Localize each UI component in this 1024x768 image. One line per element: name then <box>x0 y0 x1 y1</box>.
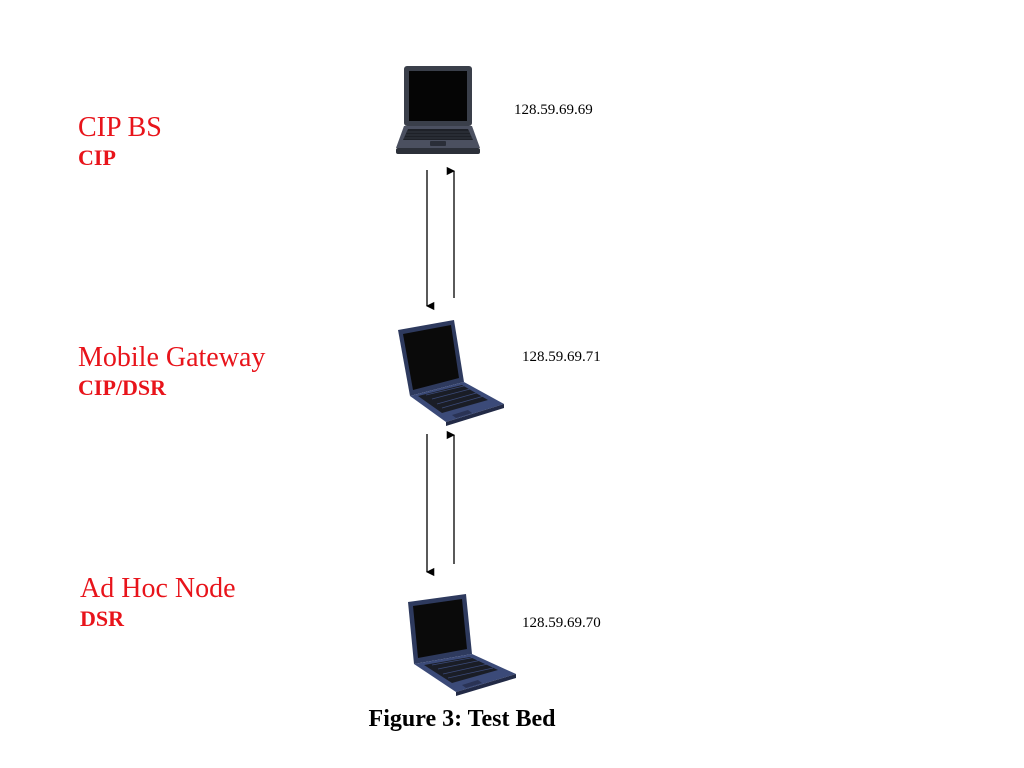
figure-caption: Figure 3: Test Bed <box>368 706 556 732</box>
node-protocol: CIP/DSR <box>78 375 167 400</box>
laptop-icon <box>408 594 516 696</box>
ip-address: 128.59.69.69 <box>514 102 593 118</box>
cip-bs-label: CIP BS CIP <box>78 112 162 172</box>
ad-hoc-node-label: Ad Hoc Node DSR <box>80 573 236 633</box>
node-name: Ad Hoc Node <box>80 573 236 604</box>
node-name: CIP BS <box>78 112 162 143</box>
ip-address: 128.59.69.70 <box>522 615 601 631</box>
ip-address: 128.59.69.71 <box>522 349 601 365</box>
laptop-icon <box>398 320 504 426</box>
node-protocol: DSR <box>80 606 125 631</box>
mobile-gateway-label: Mobile Gateway CIP/DSR <box>78 342 265 402</box>
node-protocol: CIP <box>78 145 116 170</box>
laptop-icon <box>396 66 480 154</box>
node-name: Mobile Gateway <box>78 342 266 373</box>
